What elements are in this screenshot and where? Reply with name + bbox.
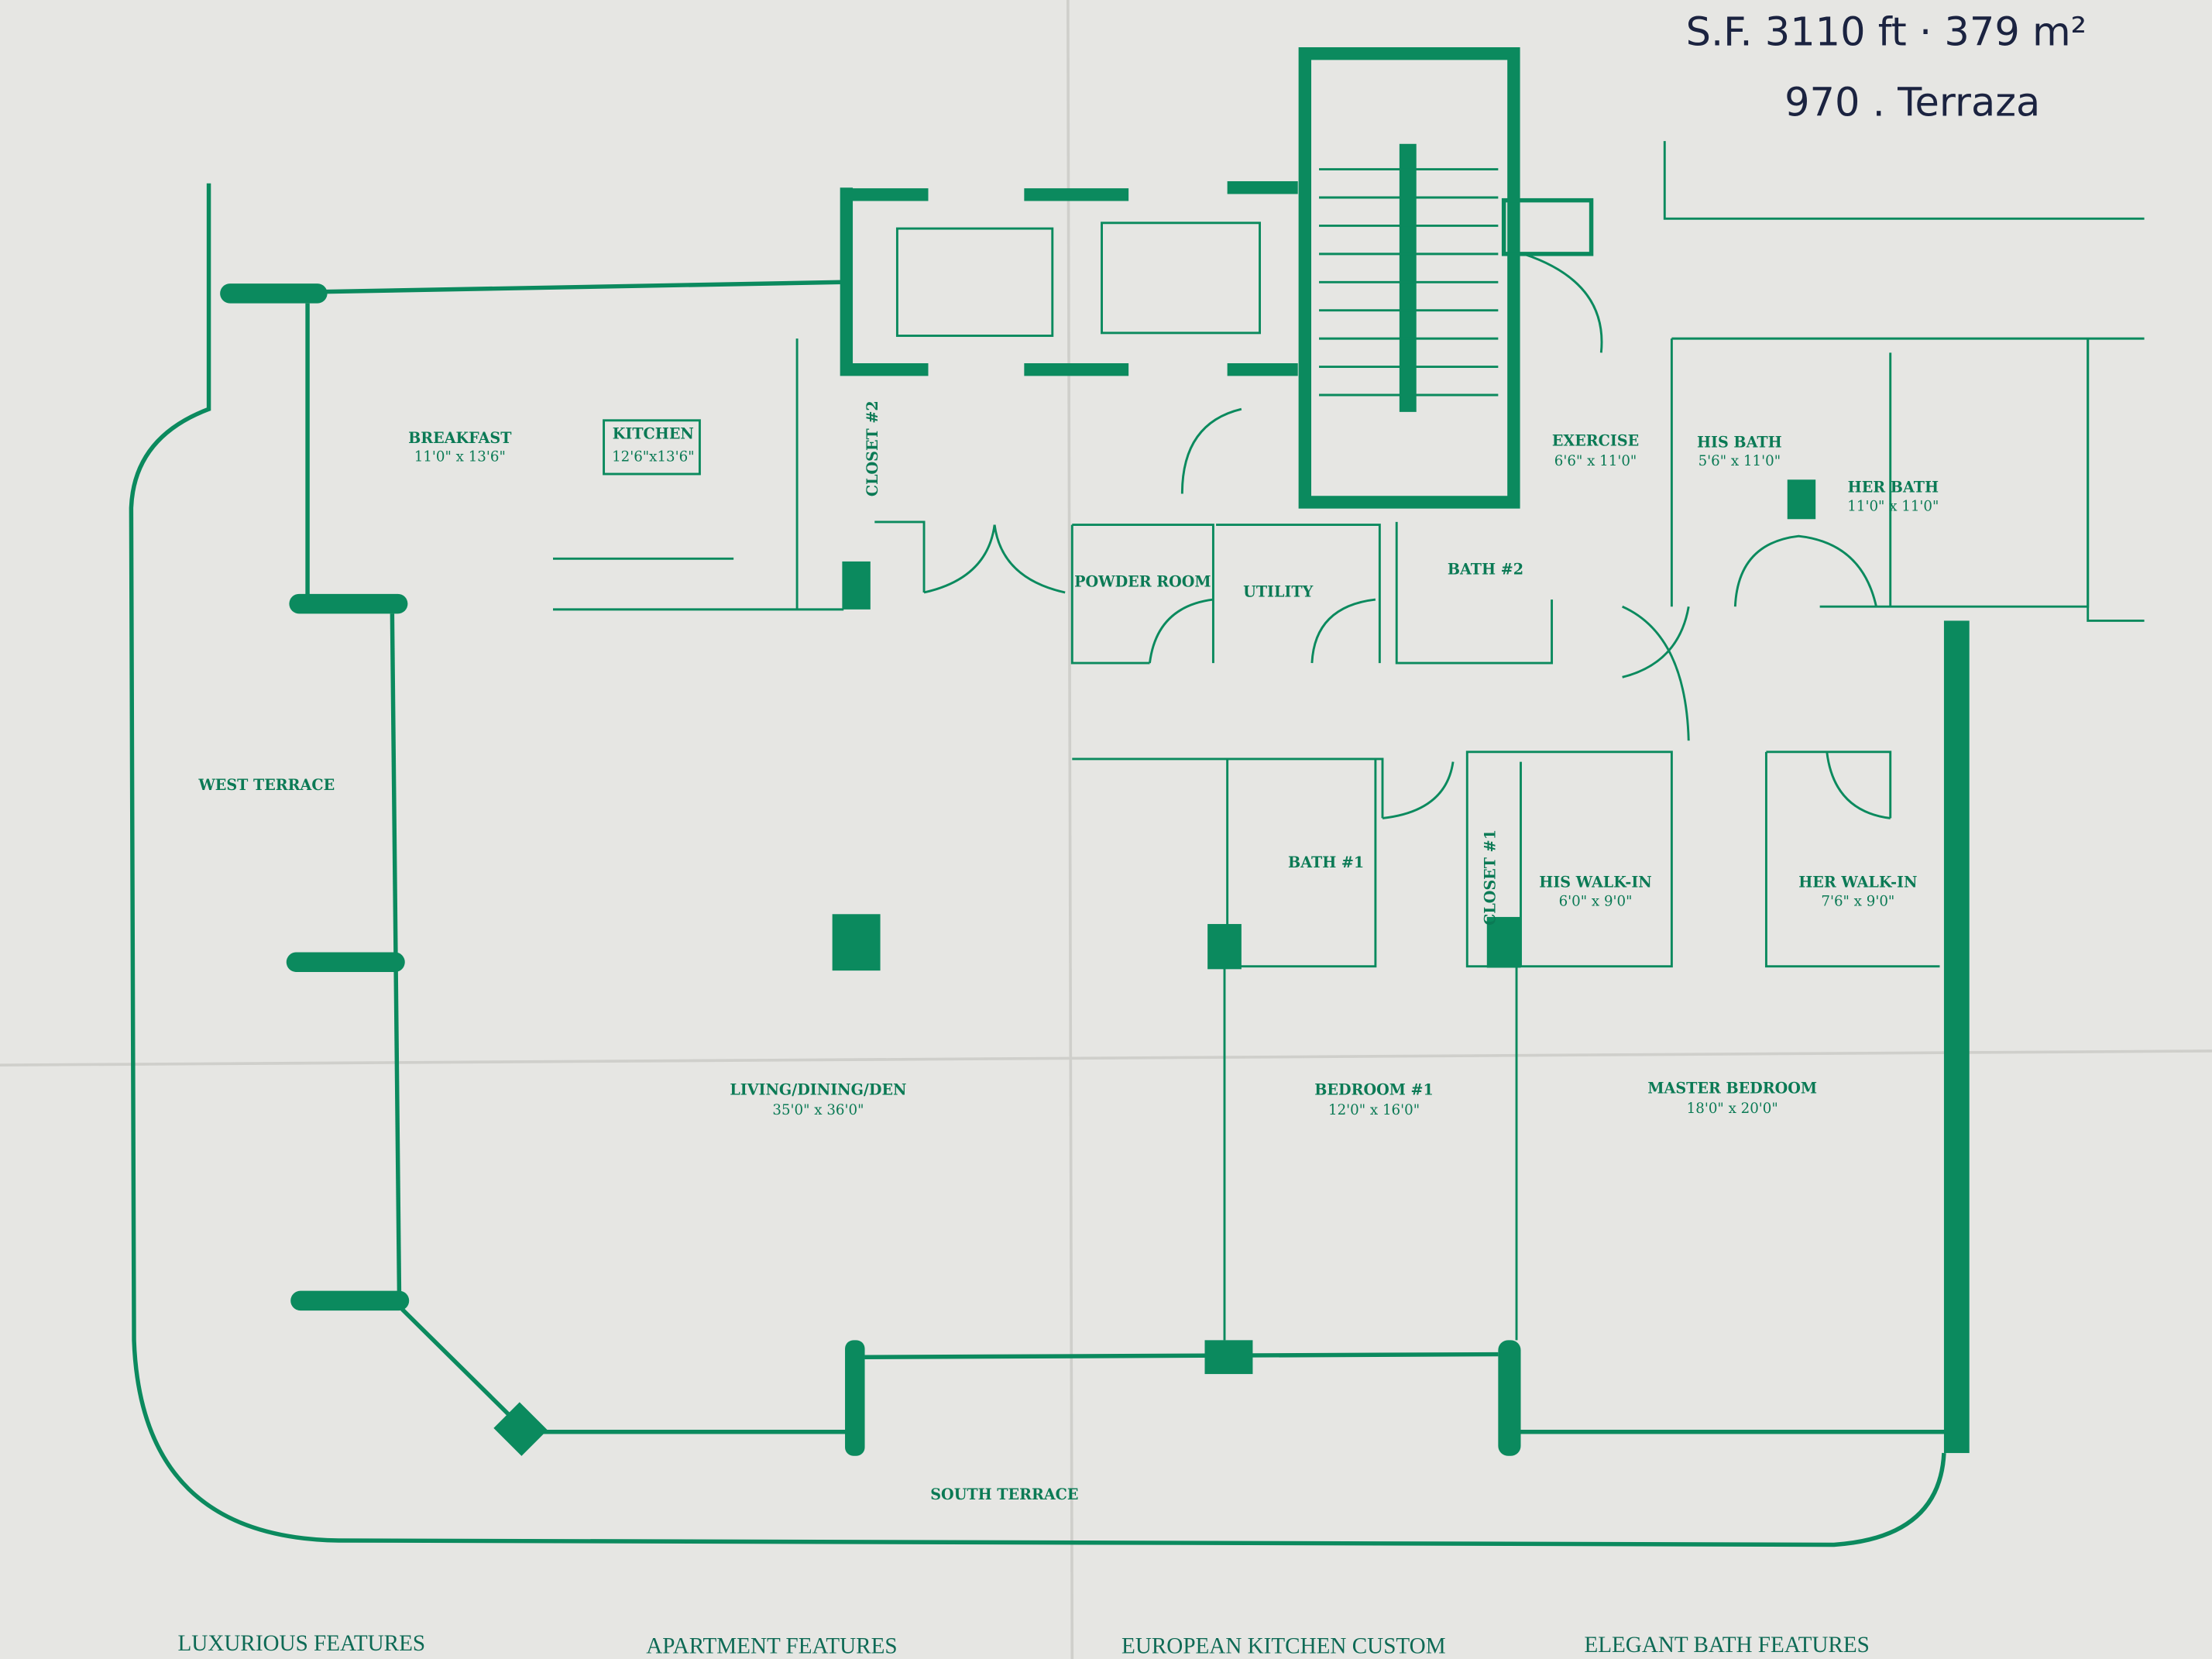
room-label-utility: UTILITY bbox=[1243, 582, 1313, 600]
room-label-master-bedroom: MASTER BEDROOM bbox=[1647, 1080, 1817, 1097]
fold-line bbox=[1066, 0, 1074, 1659]
kitchen-island bbox=[603, 419, 701, 476]
room-dims-master-bedroom: 18'0" x 20'0" bbox=[1687, 1101, 1778, 1117]
room-label-powder-room: POWDER ROOM bbox=[1074, 573, 1211, 591]
room-label-breakfast: BREAKFAST bbox=[408, 429, 512, 447]
room-label-his-walkin: HIS WALK-IN bbox=[1539, 874, 1652, 891]
room-label-bath2: BATH #2 bbox=[1448, 560, 1523, 578]
room-label-bedroom1: BEDROOM #1 bbox=[1314, 1080, 1434, 1098]
room-label-living: LIVING/DINING/DEN bbox=[730, 1080, 906, 1098]
door-swings bbox=[923, 252, 1891, 819]
room-label-west-terrace: WEST TERRACE bbox=[198, 776, 335, 794]
room-dims-bedroom1: 12'0" x 16'0" bbox=[1328, 1102, 1420, 1118]
room-dims-his-bath: 5'6" x 11'0" bbox=[1698, 453, 1781, 469]
room-dims-her-bath: 11'0" x 11'0" bbox=[1847, 498, 1939, 514]
room-dims-his-walkin: 6'0" x 9'0" bbox=[1559, 893, 1633, 909]
fold-line bbox=[0, 1049, 2212, 1066]
footer-heading: ELEGANT BATH FEATURES bbox=[1584, 1633, 1869, 1657]
handwritten-area-note: S.F. 3110 ft · 379 m² bbox=[1686, 9, 2087, 55]
footer-heading: APARTMENT FEATURES bbox=[646, 1634, 897, 1659]
room-label-her-bath: HER BATH bbox=[1848, 479, 1939, 496]
room-label-closet1: CLOSET #1 bbox=[1482, 830, 1499, 926]
room-dims-kitchen: 12'6"x13'6" bbox=[612, 449, 695, 465]
room-dims-exercise: 6'6" x 11'0" bbox=[1554, 453, 1637, 469]
room-dims-her-walkin: 7'6" x 9'0" bbox=[1821, 893, 1894, 909]
room-label-closet2: CLOSET #2 bbox=[864, 400, 881, 496]
room-label-bath1: BATH #1 bbox=[1288, 854, 1364, 871]
room-dims-breakfast: 11'0" x 13'6" bbox=[414, 449, 506, 465]
room-label-exercise: EXERCISE bbox=[1552, 432, 1639, 450]
footer-heading: LUXURIOUS FEATURES bbox=[178, 1631, 426, 1656]
handwritten-terrace-note: 970 . Terraza bbox=[1784, 80, 2040, 125]
room-label-kitchen: KITCHEN bbox=[613, 424, 694, 442]
room-label-his-bath: HIS BATH bbox=[1697, 433, 1782, 451]
room-label-her-walkin: HER WALK-IN bbox=[1798, 874, 1917, 891]
terrace-outline bbox=[129, 183, 1946, 1547]
room-dims-living: 35'0" x 36'0" bbox=[772, 1102, 864, 1118]
room-label-south-terrace: SOUTH TERRACE bbox=[930, 1486, 1078, 1503]
footer-heading: EUROPEAN KITCHEN CUSTOM bbox=[1121, 1634, 1446, 1659]
